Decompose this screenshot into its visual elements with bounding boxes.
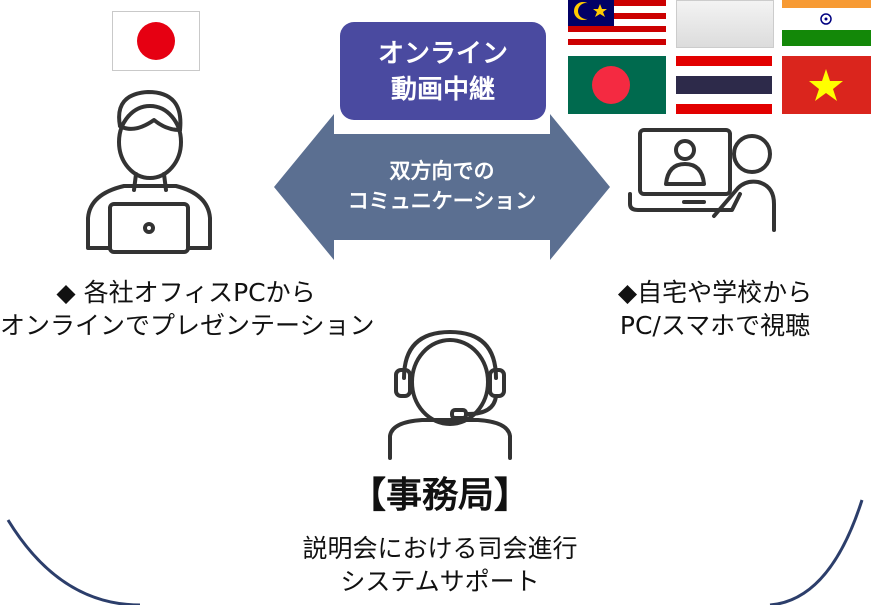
bidirectional-arrow (274, 114, 610, 260)
two-way-communication-label: 双方向での コミュニケーション (274, 156, 610, 216)
online-broadcast-badge (340, 22, 546, 120)
headset-operator-icon (388, 330, 512, 460)
presenter-laptop-icon (86, 90, 212, 254)
malaysia-flag (568, 0, 666, 46)
bangladesh-flag (568, 56, 666, 114)
badge-line-1: オンライン (377, 39, 508, 69)
vietnam-flag (782, 56, 871, 114)
arrow-line-2: コミュニケーション (347, 189, 537, 213)
indonesia-flag (676, 0, 774, 48)
viewer-caption-line-2: PC/スマホで視聴 (619, 311, 811, 340)
presenter-caption-line-1: ◆ 各社オフィスPCから (56, 278, 316, 307)
arrow-line-1: 双方向での (389, 159, 495, 183)
thailand-flag (676, 56, 772, 114)
online-broadcast-label: オンライン 動画中継 (340, 36, 546, 108)
secretariat-title: 【事務局】 (349, 475, 530, 516)
japan-flag (112, 11, 200, 71)
viewer-caption: ◆自宅や学校から PC/スマホで視聴 (580, 276, 850, 342)
secretariat-line-2: システムサポート (340, 567, 540, 596)
india-flag (782, 0, 871, 46)
badge-line-2: 動画中継 (390, 75, 495, 105)
secretariat-line-1: 説明会における司会進行 (302, 534, 578, 563)
secretariat-description: 説明会における司会進行 システムサポート (250, 532, 630, 598)
viewer-video-call-icon (628, 128, 776, 232)
presenter-caption: ◆ 各社オフィスPCから オンラインでプレゼンテーション (0, 276, 375, 342)
viewer-caption-line-1: ◆自宅や学校から (617, 278, 813, 307)
presenter-caption-line-2: オンラインでプレゼンテーション (0, 311, 375, 340)
